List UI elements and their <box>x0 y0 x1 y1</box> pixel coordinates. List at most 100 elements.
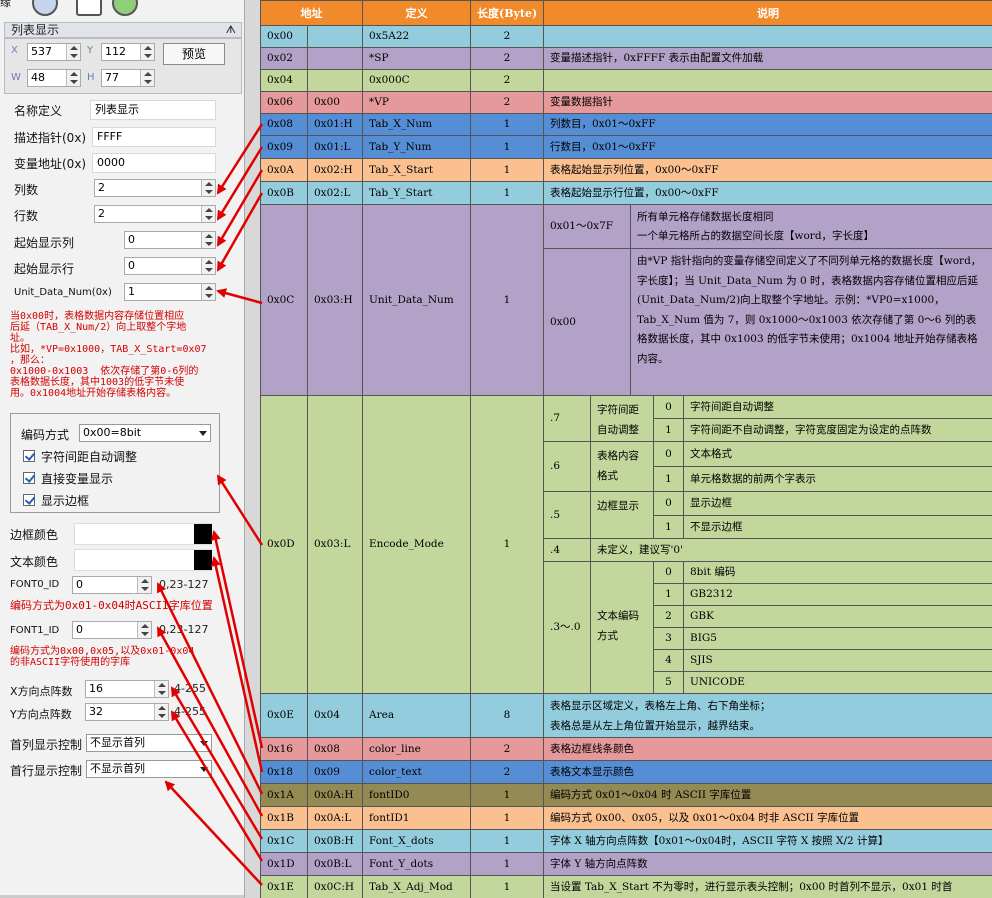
stepper-arrows-icon[interactable] <box>201 180 215 196</box>
table-cell: 0 <box>653 491 684 516</box>
table-cell: 0 <box>653 441 684 467</box>
table-cell: 文本格式 <box>683 441 992 467</box>
border-color-swatch[interactable] <box>194 524 212 544</box>
stepper-arrows-icon[interactable] <box>154 704 168 720</box>
table-row: 1 <box>470 113 544 136</box>
checkbox-show-border[interactable] <box>23 494 35 506</box>
table-row: 0x0E <box>260 693 308 738</box>
x-value: 537 <box>31 45 52 58</box>
x-dots-stepper[interactable]: 16 <box>85 680 169 698</box>
scrollbar[interactable] <box>0 895 244 898</box>
stepper-arrows-icon[interactable] <box>154 681 168 697</box>
table-row: 变量数据指针 <box>543 91 992 114</box>
table-cell: 1 <box>653 418 684 442</box>
text-color-field[interactable] <box>74 549 212 571</box>
table-cell: 不显示边框 <box>683 515 992 539</box>
table-row: 0x08 <box>260 113 308 136</box>
checkbox-auto-spacing[interactable] <box>23 450 35 462</box>
h-stepper[interactable]: 77 <box>101 69 155 87</box>
y-dots-stepper[interactable]: 32 <box>85 703 169 721</box>
table-row: 0x04 <box>260 69 308 92</box>
table-row: Font_Y_dots <box>362 852 471 876</box>
preview-button[interactable]: 预览 <box>163 43 225 65</box>
rows-label: 行数 <box>14 209 39 223</box>
table-row: 0x01:H <box>307 113 363 136</box>
stepper-arrows-icon[interactable] <box>201 206 215 222</box>
table-cell: 边框显示 <box>590 491 654 539</box>
table-cell: 2 <box>653 605 684 628</box>
start-row-value: 0 <box>128 259 135 272</box>
font1-stepper[interactable]: 0 <box>72 621 152 639</box>
table-cell: .4 <box>543 538 591 562</box>
tool-icon[interactable] <box>32 0 58 16</box>
table-text: 表格显示区域定义，表格左上角、右下角坐标； <box>550 700 771 712</box>
table-row: *SP <box>362 47 471 70</box>
table-row: 编码方式 0x00、0x05，以及 0x01～0x04 时非 ASCII 字库位… <box>543 806 992 830</box>
toolbar: 缘 <box>0 0 244 22</box>
splitter[interactable] <box>244 0 260 898</box>
stepper-arrows-icon[interactable] <box>137 622 151 638</box>
table-row: 表格起始显示行位置，0x00～0xFF <box>543 181 992 205</box>
table-row: 1 <box>470 181 544 205</box>
first-row-select[interactable]: 不显示首列 <box>86 760 212 778</box>
table-row: 0x02:L <box>307 181 363 205</box>
table-row: 0x18 <box>260 760 308 784</box>
globe-icon[interactable] <box>112 0 138 16</box>
table-row: 表格边框线条颜色 <box>543 737 992 761</box>
stepper-arrows-icon[interactable] <box>66 44 80 60</box>
pin-icon[interactable]: ᗑ <box>225 23 236 36</box>
checkbox-direct-var[interactable] <box>23 472 35 484</box>
encoding-select[interactable]: 0x00=8bit <box>79 424 211 442</box>
rows-stepper[interactable]: 2 <box>94 205 216 223</box>
table-row: Encode_Mode <box>362 395 471 694</box>
table-row: 0x16 <box>260 737 308 761</box>
stepper-arrows-icon[interactable] <box>201 232 215 248</box>
start-row-label: 起始显示行 <box>14 262 75 276</box>
table-row: Font_X_dots <box>362 829 471 853</box>
document-icon[interactable] <box>76 0 102 16</box>
y-dots-label: Y方向点阵数 <box>10 708 72 721</box>
stepper-arrows-icon[interactable] <box>140 44 154 60</box>
start-col-stepper[interactable]: 0 <box>124 231 216 249</box>
table-cell: GB2312 <box>683 583 992 606</box>
y-stepper[interactable]: 112 <box>101 43 155 61</box>
auto-spacing-label: 字符间距自动调整 <box>41 450 138 464</box>
stepper-arrows-icon[interactable] <box>201 284 215 300</box>
text-color-swatch[interactable] <box>194 550 212 570</box>
unit-stepper[interactable]: 1 <box>124 283 216 301</box>
start-col-label: 起始显示列 <box>14 236 75 250</box>
table-cell: 字符间距自动调整 <box>683 395 992 419</box>
table-row: 0x0A:L <box>307 806 363 830</box>
x-stepper[interactable]: 537 <box>27 43 81 61</box>
vp-field[interactable]: 0000 <box>92 153 216 173</box>
font1-value: 0 <box>76 623 83 636</box>
w-label: W <box>11 72 21 83</box>
table-row: 0x02:H <box>307 158 363 182</box>
name-field[interactable]: 列表显示 <box>90 100 216 120</box>
table-row: 0x0B:H <box>307 829 363 853</box>
start-row-stepper[interactable]: 0 <box>124 257 216 275</box>
font0-stepper[interactable]: 0 <box>72 576 152 594</box>
start-col-value: 0 <box>128 233 135 246</box>
table-row: 1 <box>470 158 544 182</box>
stepper-arrows-icon[interactable] <box>201 258 215 274</box>
stepper-arrows-icon[interactable] <box>140 70 154 86</box>
table-cell: 未定义，建议写'0' <box>590 538 992 562</box>
table-row: 1 <box>470 829 544 853</box>
font1-label: FONT1_ID <box>10 625 60 636</box>
table-row: 当设置 Tab_X_Start 不为零时，进行显示表头控制；0x00 时首列不显… <box>543 875 992 898</box>
table-row: 变量描述指针，0xFFFF 表示由配置文件加载 <box>543 47 992 70</box>
encoding-group: 编码方式 0x00=8bit 字符间距自动调整 直接变量显示 显示边框 <box>10 413 220 513</box>
vp-label: 变量地址(0x) <box>14 157 87 171</box>
w-stepper[interactable]: 48 <box>27 69 81 87</box>
panel-title-bar: 列表显示 ᗑ <box>4 22 242 38</box>
stepper-arrows-icon[interactable] <box>137 577 151 593</box>
stepper-arrows-icon[interactable] <box>66 70 80 86</box>
sp-field[interactable]: FFFF <box>92 127 216 147</box>
cols-stepper[interactable]: 2 <box>94 179 216 197</box>
w-value: 48 <box>31 71 45 84</box>
border-color-field[interactable] <box>74 523 212 545</box>
table-row <box>543 25 992 48</box>
first-col-select[interactable]: 不显示首列 <box>86 734 212 752</box>
table-cell: 0 <box>653 395 684 419</box>
